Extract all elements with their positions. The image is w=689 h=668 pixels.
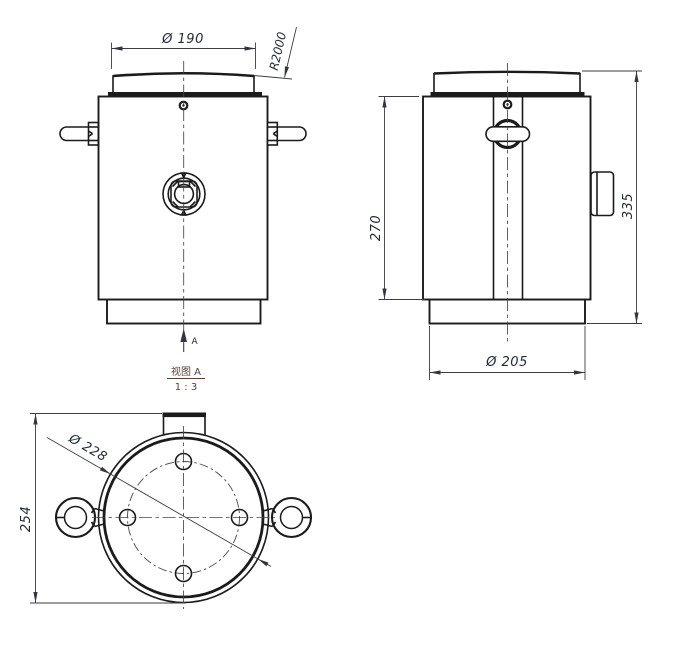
side-connector	[590, 171, 615, 217]
dim-body-height: 270	[369, 96, 425, 300]
bottom-overall-label: 254	[19, 506, 34, 532]
side-view: 270 335 Ø 205	[369, 63, 642, 380]
total-height-label: 335	[621, 193, 636, 219]
bottom-view: 254 Ø 228	[19, 412, 313, 609]
dim-total-height: 335	[582, 70, 642, 324]
view-arrow-a: A	[180, 328, 199, 352]
bottom-right-ring	[262, 496, 313, 539]
front-cap-flange	[108, 92, 262, 97]
base-diameter-label: Ø 205	[485, 355, 528, 370]
dim-cap-radius: R2000	[253, 26, 297, 80]
cap-diameter-label: Ø 190	[161, 32, 204, 47]
front-body	[97, 95, 269, 301]
body-diameter-label: Ø 228	[65, 431, 109, 465]
detail-view-title: 视图 A	[171, 365, 201, 378]
dim-base-diameter: Ø 205	[429, 326, 586, 380]
side-cap	[433, 71, 581, 95]
front-view: Ø 190 R2000 A 视图 A 1 : 3	[59, 26, 307, 393]
front-left-handle	[59, 121, 100, 146]
bottom-connector-tab	[162, 412, 206, 436]
front-right-handle	[266, 121, 307, 146]
dim-cap-diameter: Ø 190	[111, 32, 256, 69]
view-title-block: 视图 A 1 : 3	[167, 365, 205, 393]
body-height-label: 270	[369, 215, 384, 241]
cap-radius-label: R2000	[267, 30, 289, 71]
view-arrow-a-label: A	[192, 337, 199, 347]
dim-bottom-overall: 254	[19, 413, 186, 604]
detail-view-scale: 1 : 3	[175, 382, 197, 393]
